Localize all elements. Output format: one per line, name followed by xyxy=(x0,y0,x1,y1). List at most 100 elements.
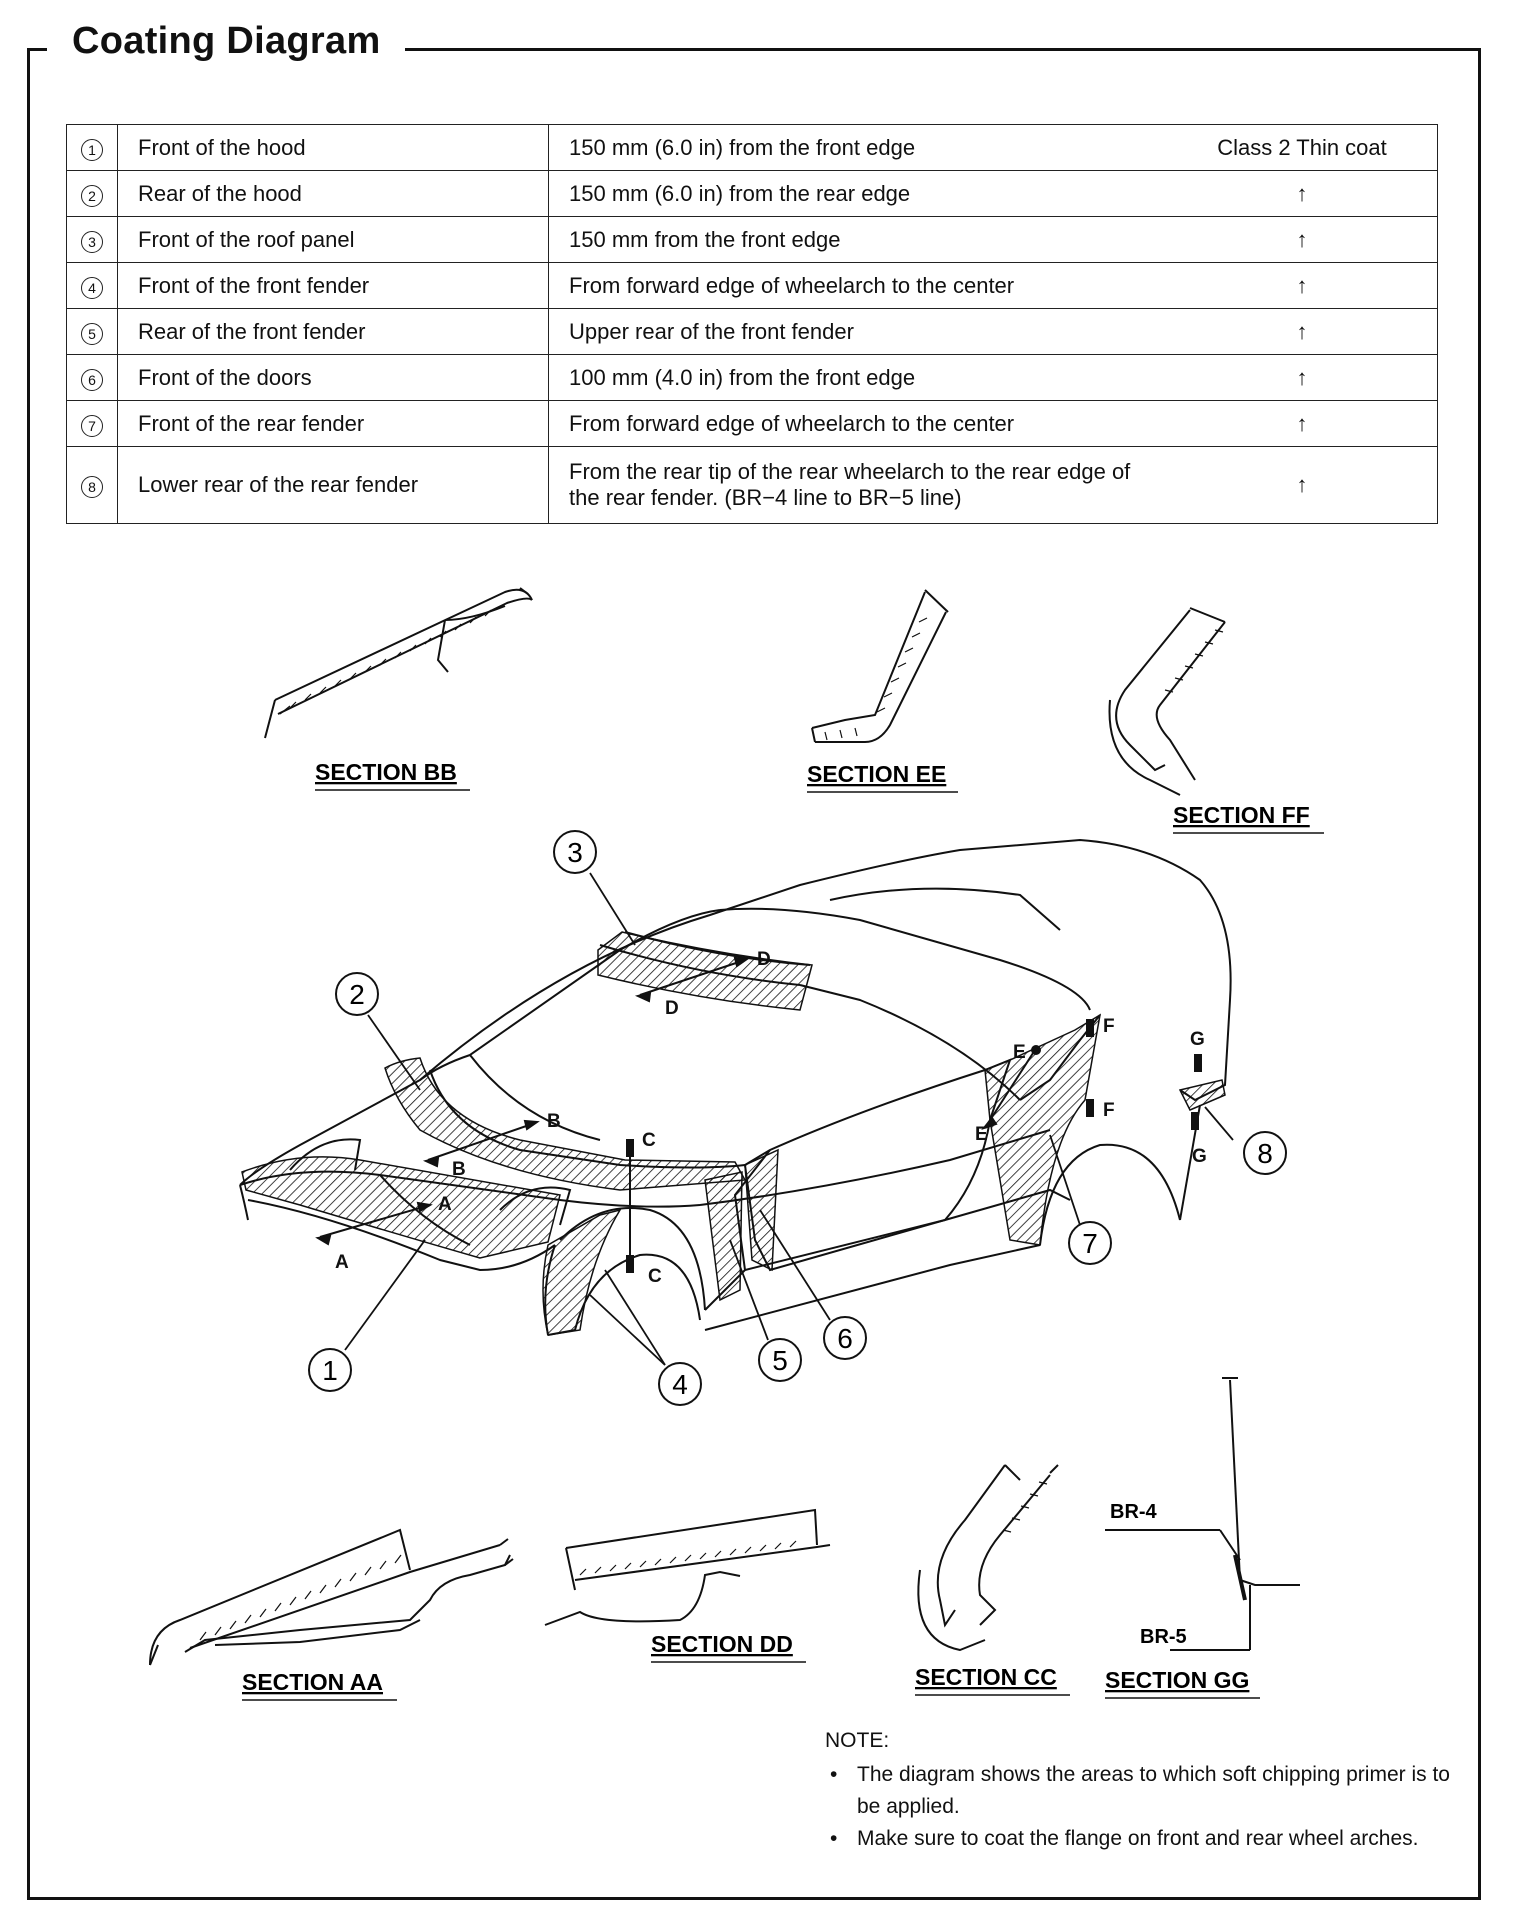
band-7-front-rear-fender xyxy=(984,1013,1102,1246)
callout-5: 5 xyxy=(758,1338,802,1382)
row-description: From forward edge of wheelarch to the ce… xyxy=(548,262,1167,309)
section-aa-label: SECTION AA xyxy=(242,1669,383,1695)
section-gg-label: SECTION GG xyxy=(1105,1667,1249,1693)
cut-letter-a-lower: A xyxy=(335,1252,349,1273)
row-description: Upper rear of the front fender xyxy=(548,308,1167,355)
note-list: The diagram shows the areas to which sof… xyxy=(825,1759,1450,1855)
cut-letter-f-upper: F xyxy=(1103,1016,1115,1037)
section-cc-drawing xyxy=(917,1464,1059,1652)
row-description: From the rear tip of the rear wheelarch … xyxy=(548,446,1167,524)
callout-leaders xyxy=(344,872,1234,1366)
callout-6-number: 6 xyxy=(837,1323,853,1354)
section-ee-drawing xyxy=(811,589,949,743)
row-number-circle: 8 xyxy=(81,476,103,498)
callout-7-number: 7 xyxy=(1082,1228,1098,1259)
band-8-lower-rear-fender xyxy=(1178,1079,1226,1111)
row-coating-class: ↑ xyxy=(1167,216,1438,263)
cut-letter-c-upper: C xyxy=(642,1130,656,1151)
callout-8-number: 8 xyxy=(1257,1138,1273,1169)
callout-4: 4 xyxy=(658,1362,702,1406)
row-description: 150 mm from the front edge xyxy=(548,216,1167,263)
note-item: The diagram shows the areas to which sof… xyxy=(825,1759,1450,1823)
section-cc-label: SECTION CC xyxy=(915,1664,1057,1690)
section-bb-drawing xyxy=(264,587,533,739)
section-cut-markers xyxy=(315,956,1202,1273)
callout-2: 2 xyxy=(335,972,379,1016)
row-number-circle: 6 xyxy=(81,368,103,391)
callout-7: 7 xyxy=(1068,1221,1112,1265)
row-number-circle: 5 xyxy=(81,322,103,345)
callout-5-number: 5 xyxy=(772,1345,788,1376)
row-area: Front of the front fender xyxy=(117,262,549,309)
row-area: Front of the doors xyxy=(117,354,549,401)
row-coating-class: ↑ xyxy=(1167,446,1438,524)
section-gg-br5-label: BR-5 xyxy=(1140,1626,1187,1648)
band-4-front-fender xyxy=(542,1208,622,1336)
cut-letter-d-lower: D xyxy=(665,998,679,1019)
callout-1-number: 1 xyxy=(322,1355,338,1386)
row-number: 3 xyxy=(66,216,118,263)
section-label-underlines xyxy=(242,789,1324,1701)
row-area: Lower rear of the rear fender xyxy=(117,446,549,524)
row-coating-class: ↑ xyxy=(1167,262,1438,309)
cut-letter-b-lower: B xyxy=(452,1159,466,1180)
section-gg-drawing xyxy=(1105,1377,1300,1651)
cut-letter-b-upper: B xyxy=(547,1111,561,1132)
coating-bands xyxy=(241,931,1226,1336)
row-number-circle: 7 xyxy=(81,414,103,437)
row-number-circle: 1 xyxy=(81,138,103,161)
callout-circles: 1 2 3 4 5 6 7 8 xyxy=(308,830,1287,1406)
row-coating-class: ↑ xyxy=(1167,354,1438,401)
cut-letter-g-upper: G xyxy=(1190,1029,1205,1050)
cut-letter-labels: A A B B C C D D E E F F G G xyxy=(335,949,1207,1287)
section-aa-drawing xyxy=(149,1528,514,1666)
callout-6: 6 xyxy=(823,1316,867,1360)
callout-3-number: 3 xyxy=(567,837,583,868)
callout-4-number: 4 xyxy=(672,1369,688,1400)
row-coating-class: Class 2 Thin coat xyxy=(1167,124,1438,171)
row-number: 7 xyxy=(66,400,118,447)
cut-letter-e-lower: E xyxy=(975,1124,988,1145)
row-area: Rear of the front fender xyxy=(117,308,549,355)
band-3-front-roof xyxy=(597,931,813,1011)
row-description: 150 mm (6.0 in) from the front edge xyxy=(548,124,1167,171)
section-ff-label: SECTION FF xyxy=(1173,802,1310,828)
row-coating-class: ↑ xyxy=(1167,170,1438,217)
row-area: Front of the roof panel xyxy=(117,216,549,263)
band-2-rear-hood xyxy=(384,1057,747,1191)
row-description: 100 mm (4.0 in) from the front edge xyxy=(548,354,1167,401)
row-number: 8 xyxy=(66,446,118,524)
callout-1: 1 xyxy=(308,1348,352,1392)
section-dd-drawing xyxy=(544,1508,831,1626)
callout-2-number: 2 xyxy=(349,979,365,1010)
note-block: NOTE: The diagram shows the areas to whi… xyxy=(825,1725,1450,1855)
band-1-front-hood xyxy=(241,1156,561,1259)
section-dd-label: SECTION DD xyxy=(651,1631,793,1657)
section-ff-drawing xyxy=(1108,607,1226,796)
row-coating-class: ↑ xyxy=(1167,308,1438,355)
row-number-circle: 2 xyxy=(81,184,103,207)
cut-letter-d-upper: D xyxy=(757,949,771,970)
callout-3: 3 xyxy=(553,830,597,874)
section-bb-label: SECTION BB xyxy=(315,759,457,785)
note-item: Make sure to coat the flange on front an… xyxy=(825,1823,1450,1855)
section-ee-label: SECTION EE xyxy=(807,761,946,787)
page-title: Coating Diagram xyxy=(72,20,381,62)
frame-top-right-rule xyxy=(405,48,1481,51)
row-description: 150 mm (6.0 in) from the rear edge xyxy=(548,170,1167,217)
page-frame xyxy=(27,50,1481,1900)
row-number-circle: 4 xyxy=(81,276,103,299)
band-5-rear-front-fender xyxy=(704,1171,743,1302)
row-number: 4 xyxy=(66,262,118,309)
cut-letter-c-lower: C xyxy=(648,1266,662,1287)
row-area: Front of the rear fender xyxy=(117,400,549,447)
cut-letter-e-upper: E xyxy=(1013,1042,1026,1063)
